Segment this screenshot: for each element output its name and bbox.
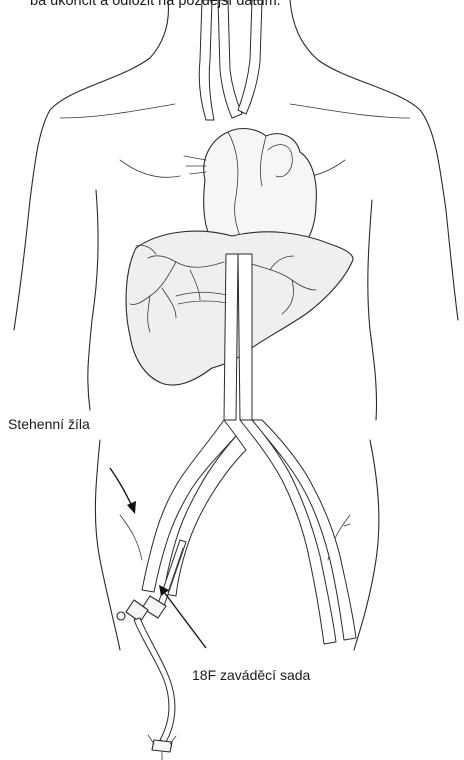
header-text: ba ukončit a odložit na pozdější datum. <box>30 0 281 9</box>
femoral-vein-label: Stehenní žíla <box>8 416 90 432</box>
introducer-kit-label: 18F zaváděcí sada <box>192 667 310 683</box>
neck-vessels <box>199 0 262 120</box>
iliac-veins <box>142 420 356 644</box>
femoral-vein-arrow <box>110 468 136 514</box>
introducer-kit-arrow <box>159 585 206 648</box>
